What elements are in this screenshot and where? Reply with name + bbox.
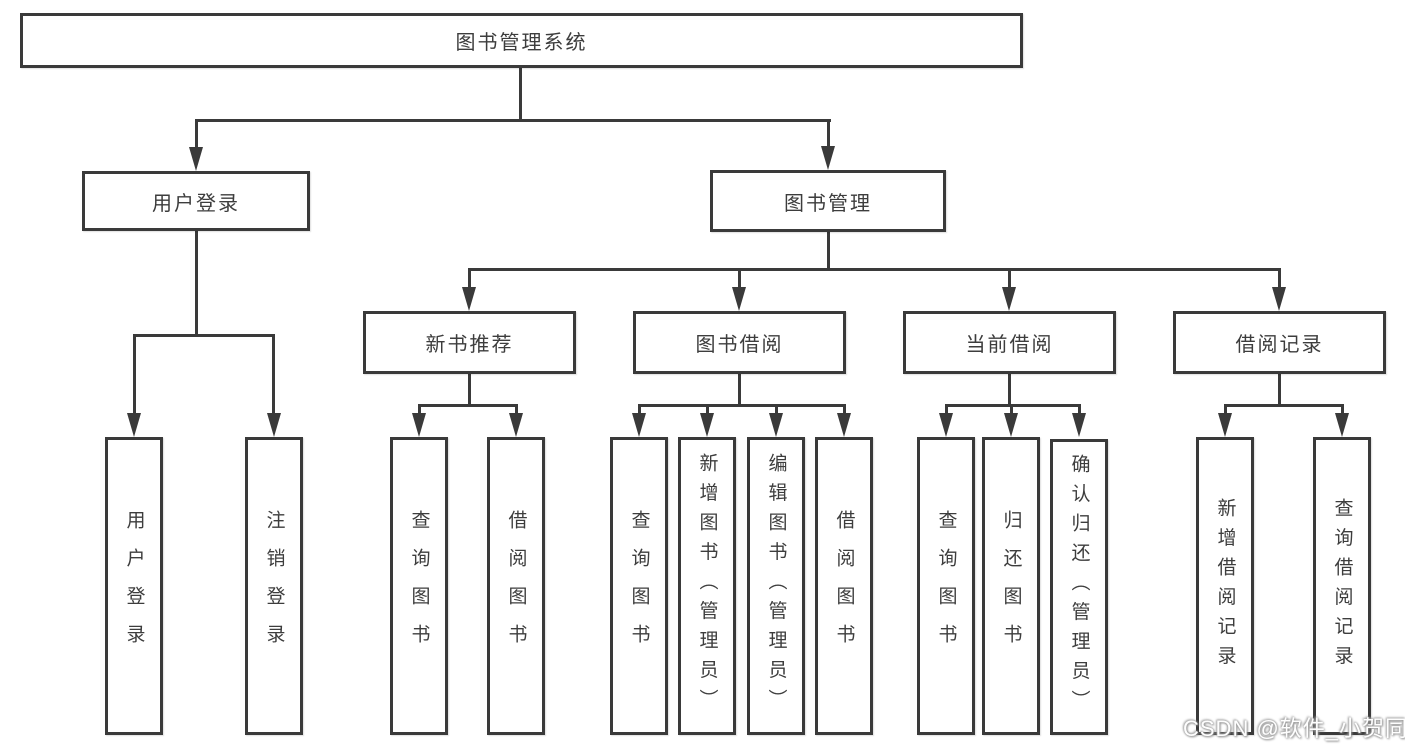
connector-line (1008, 374, 1011, 407)
leaf-query-books-current: 查询图书 (917, 437, 975, 735)
node-borrow-records: 借阅记录 (1173, 311, 1386, 374)
connector-line (133, 334, 136, 416)
connector-line (1224, 404, 1344, 407)
connector-line (945, 404, 1081, 407)
arrowhead-down-icon (1072, 413, 1086, 437)
leaf-logout-label: 注销登录 (263, 510, 285, 662)
arrowhead-down-icon (769, 413, 783, 437)
connector-line (843, 404, 846, 416)
connector-line (945, 404, 948, 416)
leaf-return-book-label: 归还图书 (1000, 510, 1022, 662)
connector-line (706, 404, 709, 416)
node-book-borrow: 图书借阅 (633, 311, 846, 374)
leaf-logout: 注销登录 (245, 437, 303, 735)
leaf-add-book-admin-label: 新增图书（管理员） (696, 453, 718, 719)
arrowhead-down-icon (1002, 287, 1016, 311)
node-book-management: 图书管理 (710, 170, 946, 232)
leaf-query-books-borrow: 查询图书 (610, 437, 668, 735)
leaf-borrow-books: 借阅图书 (815, 437, 873, 735)
leaf-return-book: 归还图书 (982, 437, 1040, 735)
leaf-query-books-recommend-label: 查询图书 (408, 510, 430, 662)
arrowhead-down-icon (1335, 413, 1349, 437)
leaf-confirm-return-admin-label: 确认归还（管理员） (1068, 454, 1090, 720)
leaf-add-borrow-record: 新增借阅记录 (1196, 437, 1254, 735)
connector-line (738, 374, 741, 407)
arrowhead-down-icon (939, 413, 953, 437)
leaf-add-book-admin: 新增图书（管理员） (678, 437, 736, 735)
arrowhead-down-icon (837, 413, 851, 437)
connector-line (1078, 404, 1081, 416)
node-new-book-recommend: 新书推荐 (363, 311, 576, 374)
connector-line (195, 231, 198, 337)
arrowhead-down-icon (412, 413, 426, 437)
connector-line (1010, 404, 1013, 416)
node-user-login: 用户登录 (82, 171, 310, 231)
node-book-management-label: 图书管理 (784, 192, 872, 215)
connector-line (1278, 374, 1281, 407)
node-borrow-records-label: 借阅记录 (1235, 334, 1324, 356)
arrowhead-down-icon (509, 413, 523, 437)
arrowhead-down-icon (821, 146, 835, 170)
node-user-login-label: 用户登录 (152, 192, 240, 215)
leaf-borrow-books-recommend-label: 借阅图书 (505, 510, 527, 662)
leaf-edit-book-admin: 编辑图书（管理员） (747, 437, 805, 735)
leaf-add-borrow-record-label: 新增借阅记录 (1214, 497, 1236, 675)
connector-line (418, 404, 421, 416)
leaf-confirm-return-admin: 确认归还（管理员） (1050, 439, 1108, 735)
leaf-edit-book-admin-label: 编辑图书（管理员） (765, 453, 787, 719)
arrowhead-down-icon (632, 413, 646, 437)
connector-line (519, 68, 522, 122)
arrowhead-down-icon (700, 413, 714, 437)
leaf-query-borrow-record-label: 查询借阅记录 (1331, 497, 1353, 675)
node-root-label: 图书管理系统 (455, 32, 588, 54)
leaf-borrow-books-recommend: 借阅图书 (487, 437, 545, 735)
connector-line (195, 119, 198, 153)
connector-line (468, 268, 1281, 271)
connector-line (1224, 404, 1227, 416)
connector-line (418, 404, 518, 407)
node-current-borrow-label: 当前借阅 (965, 334, 1054, 356)
connector-line (1341, 404, 1344, 416)
leaf-query-borrow-record: 查询借阅记录 (1313, 437, 1371, 735)
leaf-user-login-label: 用户登录 (123, 510, 145, 662)
leaf-user-login: 用户登录 (105, 437, 163, 735)
node-current-borrow: 当前借阅 (903, 311, 1116, 374)
connector-line (827, 119, 830, 152)
csdn-watermark: CSDN @软件_小贺同学 (1183, 716, 1405, 741)
connector-line (468, 374, 471, 407)
leaf-query-books-borrow-label: 查询图书 (628, 510, 650, 662)
connector-line (775, 404, 778, 416)
arrowhead-down-icon (1272, 287, 1286, 311)
leaf-query-books-recommend: 查询图书 (390, 437, 448, 735)
node-book-borrow-label: 图书借阅 (695, 334, 784, 356)
arrowhead-down-icon (1004, 413, 1018, 437)
arrowhead-down-icon (127, 413, 141, 437)
arrowhead-down-icon (267, 413, 281, 437)
connector-line (738, 268, 741, 290)
connector-line (1008, 268, 1011, 290)
connector-line (638, 404, 846, 407)
connector-line (827, 232, 830, 271)
leaf-borrow-books-label: 借阅图书 (833, 510, 855, 662)
node-new-book-recommend-label: 新书推荐 (425, 334, 514, 356)
node-root: 图书管理系统 (20, 13, 1023, 68)
arrowhead-down-icon (189, 147, 203, 171)
arrowhead-down-icon (462, 287, 476, 311)
arrowhead-down-icon (732, 287, 746, 311)
connector-line (272, 334, 275, 416)
connector-line (468, 268, 471, 290)
connector-line (195, 119, 831, 122)
connector-line (133, 334, 275, 337)
connector-line (1278, 268, 1281, 290)
connector-line (638, 404, 641, 416)
leaf-query-books-current-label: 查询图书 (935, 510, 957, 662)
arrowhead-down-icon (1218, 413, 1232, 437)
connector-line (515, 404, 518, 416)
